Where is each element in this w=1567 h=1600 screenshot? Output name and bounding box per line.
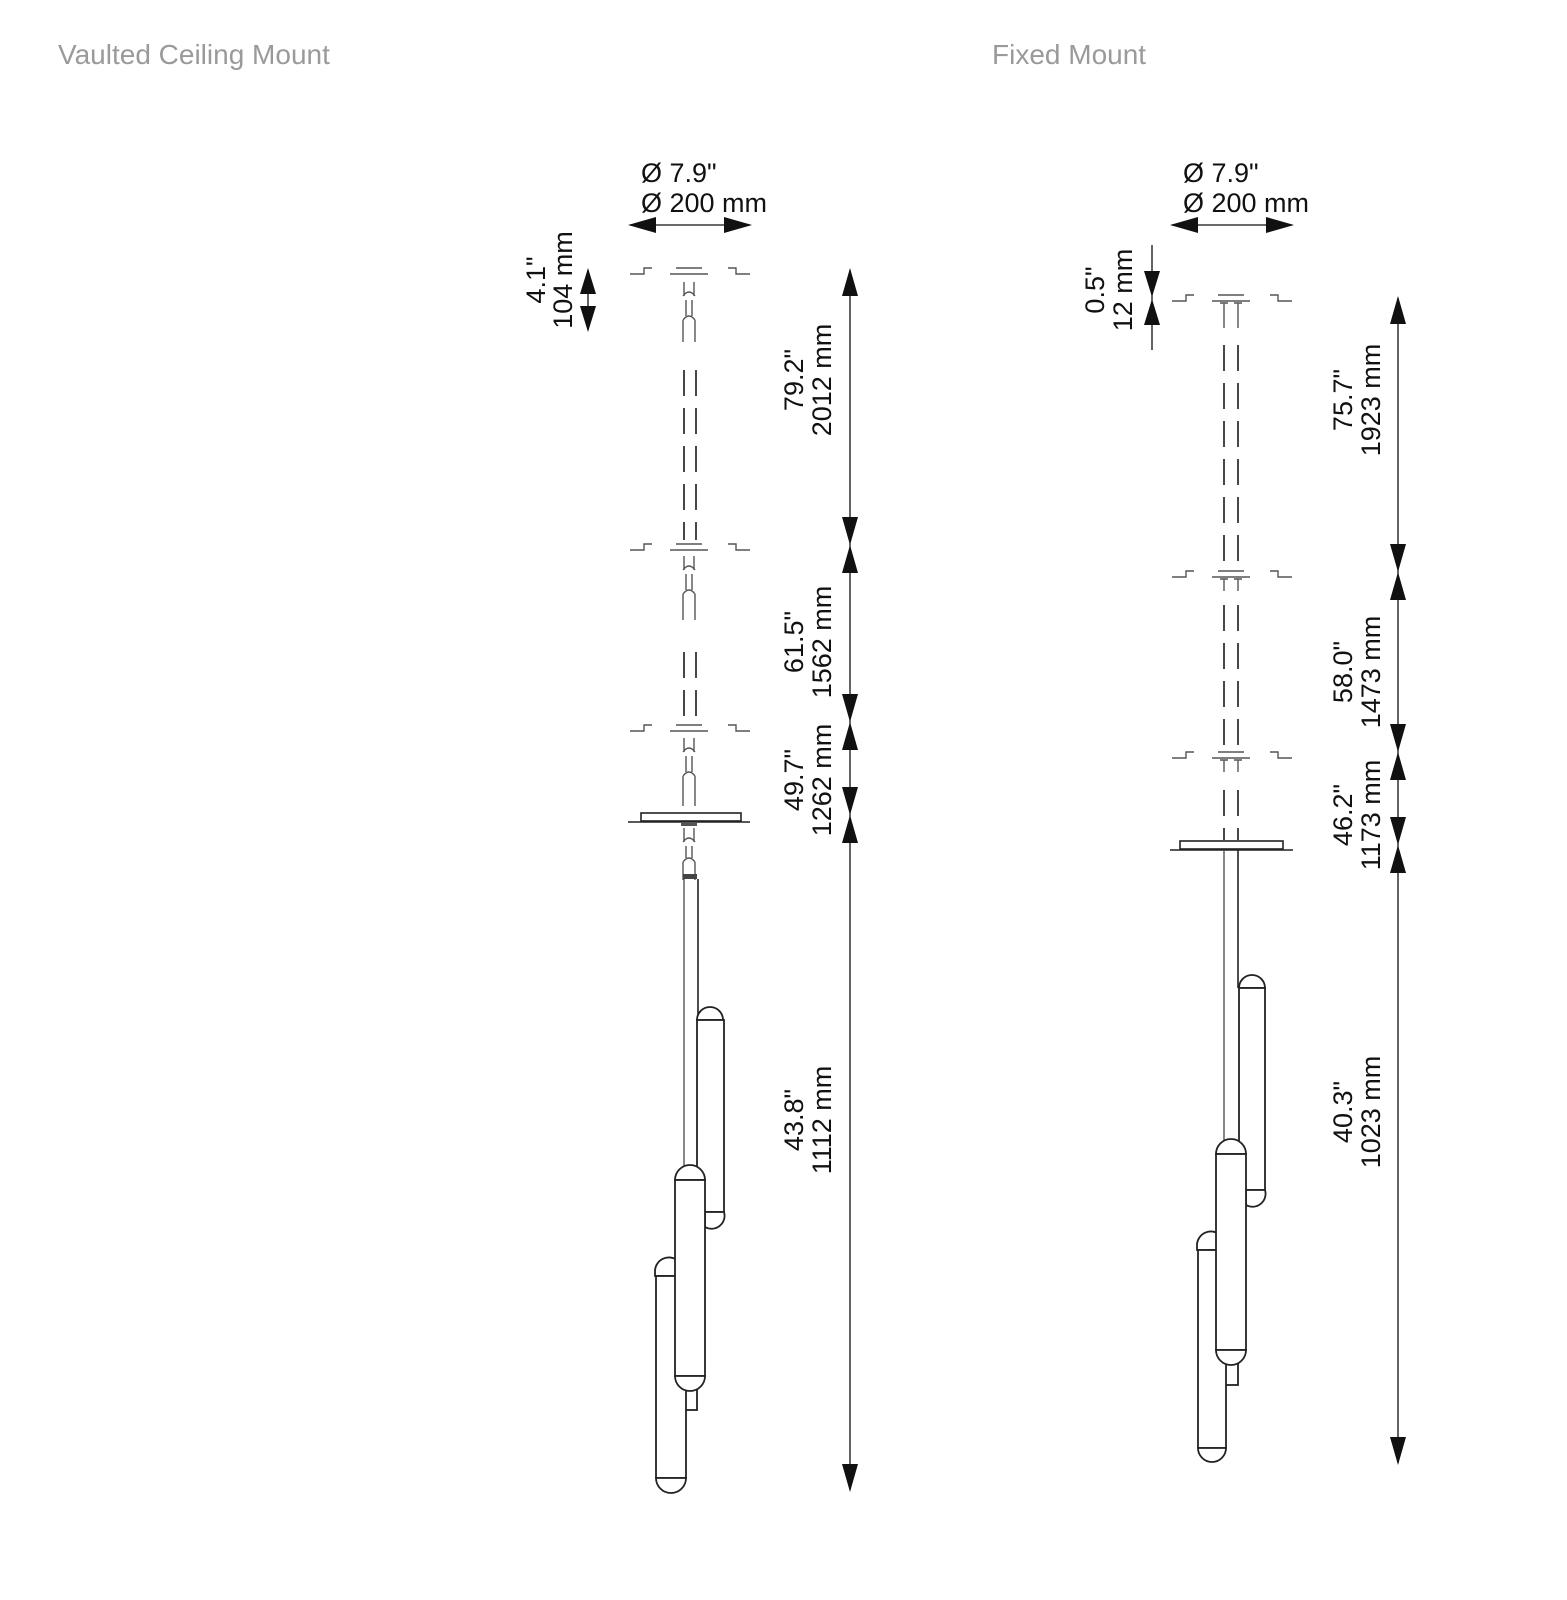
canopy-height-imperial: 0.5": [1080, 266, 1110, 313]
drop-3-metric: 1262 mm: [807, 724, 837, 837]
drop-dimensions: 79.2" 2012 mm 61.5" 1562 mm 49.7" 1262 m…: [779, 268, 858, 1492]
drop-4-imperial: 43.8": [779, 1089, 809, 1151]
canopy-height-metric: 12 mm: [1108, 249, 1138, 332]
ceiling-markers: [628, 267, 750, 826]
canopy-plate: [1179, 840, 1284, 850]
canopy-height-imperial: 4.1": [521, 256, 551, 303]
drop-4-imperial: 40.3": [1328, 1081, 1358, 1143]
ceiling-markers: [1170, 294, 1293, 851]
drop-dimensions: 75.7" 1923 mm 58.0" 1473 mm 46.2" 1173 m…: [1328, 296, 1406, 1465]
drop-2-imperial: 58.0": [1328, 641, 1358, 703]
drop-1-metric: 2012 mm: [807, 324, 837, 437]
pendant-lamp: [654, 879, 726, 1494]
fixed-mount-view: Fixed Mount Ø 7.9" Ø 200 mm 0.5" 12 mm: [992, 39, 1406, 1465]
chain-suspension: [682, 282, 697, 880]
rod-suspension: [1220, 302, 1242, 840]
diameter-dimension: Ø 7.9" Ø 200 mm: [628, 158, 767, 233]
diameter-imperial: Ø 7.9": [641, 158, 717, 188]
drop-1-imperial: 79.2": [779, 349, 809, 411]
drop-4-metric: 1112 mm: [807, 1066, 837, 1175]
canopy-height-dimension: 4.1" 104 mm: [521, 231, 596, 332]
drop-3-imperial: 49.7": [779, 749, 809, 811]
drop-4-metric: 1023 mm: [1356, 1056, 1386, 1169]
canopy-height-dimension: 0.5" 12 mm: [1080, 245, 1160, 350]
canopy-height-metric: 104 mm: [548, 231, 578, 329]
drop-2-metric: 1562 mm: [807, 586, 837, 699]
diameter-metric: Ø 200 mm: [1183, 188, 1309, 218]
diameter-imperial: Ø 7.9": [1183, 158, 1259, 188]
view-title: Fixed Mount: [992, 39, 1146, 70]
view-title: Vaulted Ceiling Mount: [58, 39, 330, 70]
diameter-dimension: Ø 7.9" Ø 200 mm: [1170, 158, 1309, 233]
pendant-lamp: [1196, 850, 1267, 1463]
drop-1-metric: 1923 mm: [1356, 344, 1386, 457]
canopy-plate: [640, 812, 742, 822]
drop-3-metric: 1173 mm: [1356, 760, 1386, 871]
drop-2-imperial: 61.5": [779, 611, 809, 673]
vaulted-ceiling-mount-view: Vaulted Ceiling Mount Ø 7.9" Ø 200 mm 4.…: [58, 39, 858, 1494]
drop-3-imperial: 46.2": [1328, 784, 1358, 846]
diameter-metric: Ø 200 mm: [641, 188, 767, 218]
drop-1-imperial: 75.7": [1328, 369, 1358, 431]
drop-2-metric: 1473 mm: [1356, 616, 1386, 729]
